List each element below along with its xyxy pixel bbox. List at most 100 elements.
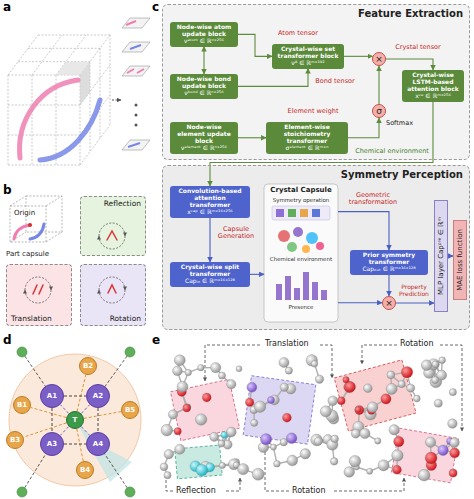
edge-label: Property Prediction [395, 284, 433, 298]
lattice-site [125, 487, 135, 497]
edge-label: Bond tensor [312, 78, 358, 85]
formula-text: xᶜᵉ ∈ ℝᵐˣ²⁵⁶ [405, 93, 461, 100]
annotation-label: Part capsule [6, 250, 49, 258]
node-text: B2 [83, 363, 93, 370]
atom-ball [328, 396, 338, 406]
connector [388, 275, 389, 296]
annotation-label: Rotation [400, 339, 433, 348]
crystal-capsule-figure [264, 184, 338, 322]
part-capsule-cube [10, 196, 62, 242]
panel-ground [162, 165, 470, 330]
connector [81, 426, 89, 435]
loss-box: MAE loss function [453, 220, 467, 300]
layer-box: MLP layer Capᵖʳᵉ ∈ ℝᵐ [434, 200, 448, 312]
formula-text: νᴬ ∈ ℝᵐˣ¹⁹² [275, 60, 341, 67]
atom-ball [173, 366, 183, 376]
atom-ball [449, 389, 456, 396]
connector [31, 407, 67, 417]
atom-ball [407, 384, 415, 392]
connector [238, 34, 272, 56]
atom-node: B4 [76, 461, 94, 479]
atom-ball [311, 360, 318, 367]
atom-ball [279, 357, 289, 367]
crystal-capsule-figure [288, 209, 296, 217]
atom-ball [360, 428, 370, 438]
formula-text: Capᵢₙ ∈ ℝᵐˣ¹⁶ˣ¹²⁸ [173, 278, 247, 285]
node-text: MLP layer Capᵖʳᵉ ∈ ℝᵐ [437, 217, 445, 295]
symmetry-arcs [20, 80, 100, 160]
atom-ball [375, 438, 381, 444]
atom-ball [394, 436, 404, 446]
atom-ball [355, 405, 364, 414]
atom-ball [174, 355, 185, 366]
symmetry-operation-icon [25, 223, 125, 303]
voxel-grid [8, 35, 110, 165]
connector [378, 66, 379, 104]
crystal-capsule-figure [264, 184, 338, 322]
atom-node: B3 [6, 431, 24, 449]
node-text: Node-wise atom update block [173, 24, 235, 38]
node-text: B3 [10, 437, 20, 444]
connector [64, 396, 86, 397]
formula-text: νᵉˡᵉᵐᵉⁿᵗ ∈ ℝⁿˣ²⁵⁶ [173, 145, 235, 152]
atom-ball [280, 383, 288, 391]
process-box: Crystal-wise set transformer blockνᴬ ∈ ℝ… [272, 44, 344, 69]
symmetry-operation-icon [99, 236, 125, 249]
connector [338, 302, 382, 303]
crystal-capsule-figure [276, 284, 282, 300]
node-text: Prior symmetry transformer [353, 252, 425, 266]
atom-ball [238, 464, 249, 475]
formula-text: σᵉˡᵉᵐᵉⁿᵗ ∈ ℝᵐˣⁿ [269, 145, 345, 152]
symmetry-panel: Reflection [80, 196, 146, 256]
atom-ball [183, 404, 191, 412]
connector [250, 274, 264, 275]
atom-ball [401, 366, 413, 378]
panel-grounds [80, 264, 146, 326]
atom-ball [439, 357, 446, 364]
edge-label: Element weight [282, 108, 344, 115]
slice-stack [135, 104, 138, 107]
connector [386, 59, 433, 70]
lattice-site [17, 347, 135, 497]
atom-ball [267, 396, 274, 403]
operation-glyph [33, 285, 43, 294]
connector [344, 56, 373, 57]
annotation-label: Presence [266, 304, 336, 310]
atom-ball [174, 427, 181, 434]
formula-text: νᵃᵗᵒᵐ ∈ ℝⁿˣ²⁵⁶ [173, 38, 235, 45]
capsule-arcs [30, 224, 44, 239]
operation-glyph [108, 285, 116, 293]
atom-ball [260, 434, 271, 445]
atom-ball [219, 462, 225, 468]
atom-ball [226, 427, 236, 437]
symmetry-operation-icon [25, 277, 51, 290]
symmetry-guide [226, 478, 240, 491]
connector [203, 47, 204, 74]
crystal-capsule-figure [276, 209, 284, 217]
atom-ball [425, 452, 437, 464]
crystal-capsule-figure [302, 245, 310, 253]
process-box: Crystal-wise LSTM-based attention blockx… [402, 70, 464, 102]
atom-ball [349, 455, 361, 467]
node-text: Convolution-based attention transformer [173, 188, 247, 209]
atom-ball [202, 393, 211, 402]
highlighted-voxel [56, 62, 90, 75]
atom-ball [363, 384, 372, 393]
lattice-site [17, 347, 27, 357]
panel-ground [162, 4, 470, 160]
crystal-capsule-figure [316, 242, 324, 250]
operation-glyph [33, 231, 117, 294]
panel-grounds [80, 196, 146, 256]
atom-ball [198, 364, 204, 370]
formula-text: Capₒᵤₜ ∈ ℝᵐˣ¹⁶ˣ¹²⁸ [353, 266, 425, 273]
atom-ball [450, 438, 460, 448]
voxel-grid [80, 35, 110, 165]
node-text: Crystal-wise LSTM-based attention block [405, 72, 461, 93]
atom-ball [343, 377, 349, 383]
process-box: Convolution-based attention transformerx… [170, 186, 250, 218]
connector [348, 118, 379, 138]
atom-node: A2 [86, 384, 110, 408]
symmetry-region [170, 379, 239, 440]
annotation-label: Symmetry operation [266, 197, 336, 203]
capsule-box: Crystal Capsule [264, 184, 338, 322]
